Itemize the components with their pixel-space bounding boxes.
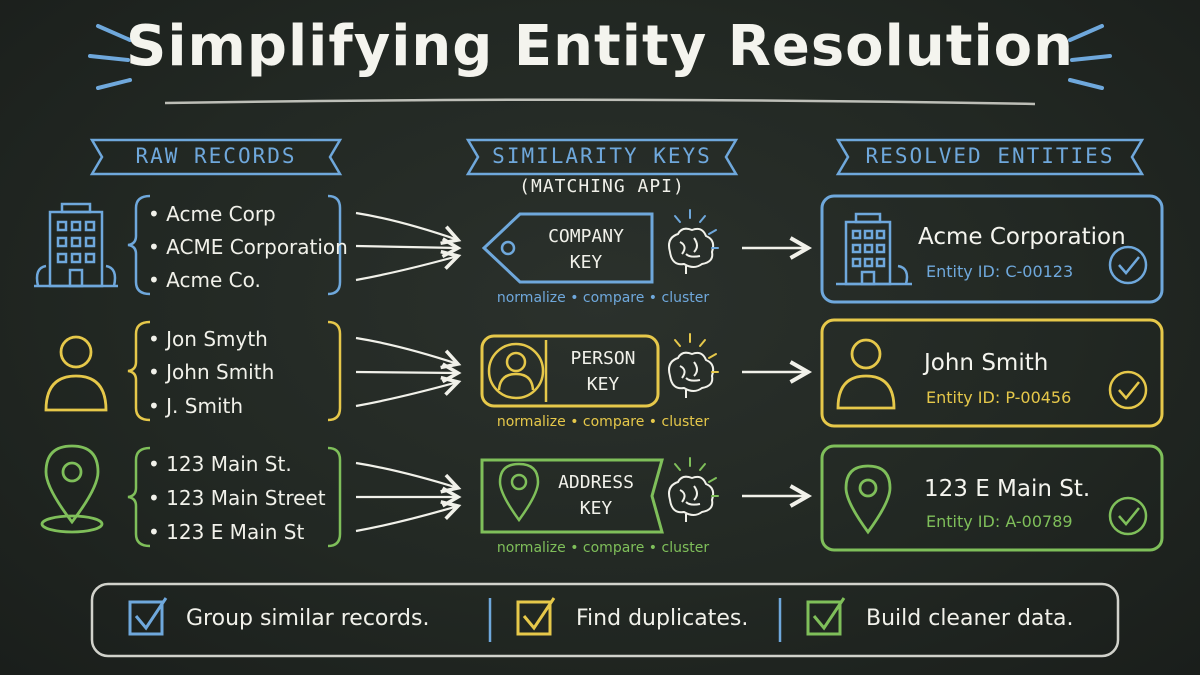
raw-records-heading: RAW RECORDS — [135, 144, 297, 168]
entity-pin-icon — [844, 464, 892, 535]
title-rays-right — [1068, 24, 1112, 90]
company-key-label-line2: KEY — [569, 252, 603, 273]
brain-icon-row3 — [668, 475, 715, 522]
entity-name: John Smith — [924, 350, 1049, 376]
key-process-steps: normalize • compare • cluster — [496, 290, 710, 306]
brain-icon — [668, 227, 715, 274]
brain-sparks-row3 — [674, 457, 719, 497]
matching-api-subheading: (MATCHING API) — [519, 176, 685, 197]
key-process-steps: normalize • compare • cluster — [496, 540, 710, 556]
address-key-label-line2: KEY — [579, 498, 613, 519]
benefit-find-duplicates: Find duplicates. — [576, 606, 749, 631]
entity-person-icon — [836, 338, 896, 410]
raw-record: Jon Smyth — [148, 327, 268, 351]
entity-id: Entity ID: C-00123 — [926, 262, 1074, 281]
raw-record: Acme Corp — [148, 202, 276, 226]
title-underline — [164, 98, 1036, 106]
key-process-steps: normalize • compare • cluster — [496, 414, 710, 430]
building-icon — [34, 202, 118, 288]
checkmark-circle-icon-row3 — [1108, 496, 1148, 536]
checkmark-circle-icon-row1 — [1108, 245, 1148, 285]
entity-card-person — [820, 318, 1164, 428]
address-key-pin-icon — [498, 462, 540, 523]
raw-record: Acme Co. — [148, 268, 261, 292]
raw-record: 123 Main St. — [148, 452, 292, 476]
person-key-box — [480, 334, 660, 408]
brace-left-row1 — [127, 194, 151, 296]
person-key-icon — [487, 340, 548, 402]
arrows-row3 — [355, 461, 462, 533]
entity-id: Entity ID: P-00456 — [926, 388, 1072, 407]
banner-similarity-keys — [465, 138, 739, 176]
brace-left-row2 — [127, 320, 151, 422]
raw-record: 123 Main Street — [148, 486, 325, 510]
brace-left-row3 — [127, 446, 151, 548]
brain-icon-row2 — [668, 351, 715, 398]
benefits-bar — [90, 582, 1120, 658]
entity-card-company — [820, 194, 1164, 304]
arrows-row1 — [355, 211, 462, 282]
person-key-label-line1: PERSON — [570, 348, 636, 369]
brace-right-row3 — [327, 446, 342, 548]
resolved-entities-heading: RESOLVED ENTITIES — [865, 144, 1115, 168]
checkbox-icon-group — [128, 597, 168, 636]
brain-sparks-row1 — [674, 209, 719, 249]
arrows-row2 — [355, 336, 462, 408]
similarity-keys-heading: SIMILARITY KEYS — [492, 144, 712, 168]
company-key-tag — [481, 212, 654, 284]
entity-id: Entity ID: A-00789 — [926, 512, 1073, 531]
tag-hole-icon — [500, 240, 516, 256]
person-icon — [44, 335, 108, 412]
checkbox-icon-duplicates — [516, 597, 556, 636]
banner-resolved-entities — [835, 138, 1145, 176]
checkmark-circle-icon-row2 — [1108, 370, 1148, 410]
entity-building-icon — [836, 212, 912, 286]
banner-raw-records — [89, 138, 343, 176]
address-key-tag — [480, 458, 664, 534]
entity-name: Acme Corporation — [918, 224, 1126, 250]
entity-card-address — [820, 444, 1164, 552]
entity-name: 123 E Main St. — [924, 476, 1091, 502]
brace-right-row2 — [327, 320, 342, 422]
benefit-cleaner-data: Build cleaner data. — [866, 606, 1074, 631]
raw-record: J. Smith — [148, 394, 243, 418]
page-title: Simplifying Entity Resolution — [126, 14, 1074, 79]
person-key-label-line2: KEY — [586, 374, 620, 395]
raw-record: ACME Corporation — [148, 235, 348, 259]
location-pin-icon — [40, 444, 104, 534]
raw-record: John Smith — [148, 360, 274, 384]
title-rays-left — [88, 24, 132, 90]
brain-sparks-row2 — [674, 333, 719, 373]
company-key-label-line1: COMPANY — [548, 226, 624, 247]
address-key-label-line1: ADDRESS — [558, 472, 634, 493]
benefit-group-similar: Group similar records. — [186, 606, 430, 631]
checkbox-icon-cleaner — [806, 597, 846, 636]
raw-record: 123 E Main St — [148, 520, 304, 544]
